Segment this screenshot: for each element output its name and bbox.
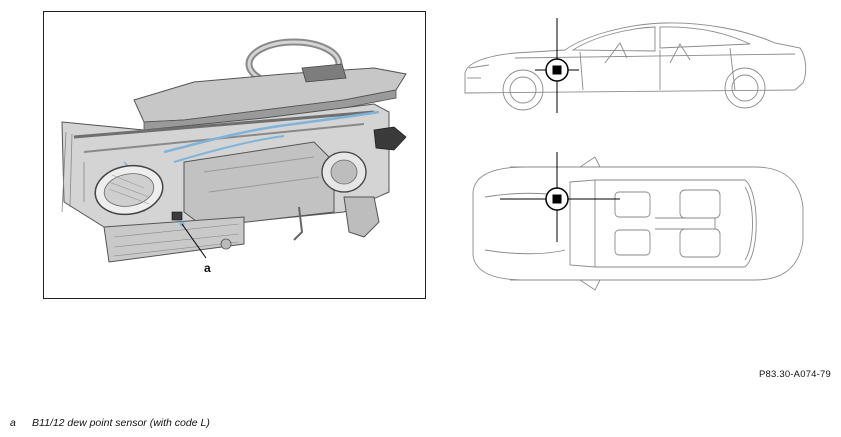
location-crosshair-icon xyxy=(500,152,620,242)
legend-text: B11/12 dew point sensor (with code L) xyxy=(32,417,210,429)
dashboard-module-drawing xyxy=(61,38,407,263)
legend-item: a B11/12 dew point sensor (with code L) xyxy=(10,417,210,429)
location-crosshair-icon xyxy=(535,18,579,113)
vehicle-top-view-icon xyxy=(472,152,804,291)
vehicle-side-view-icon xyxy=(464,18,807,113)
callout-letter-a: a xyxy=(204,261,211,275)
legend-key: a xyxy=(10,417,16,429)
component-illustration-panel: a xyxy=(43,11,426,299)
figure-reference-code: P83.30-A074-79 xyxy=(759,369,831,380)
